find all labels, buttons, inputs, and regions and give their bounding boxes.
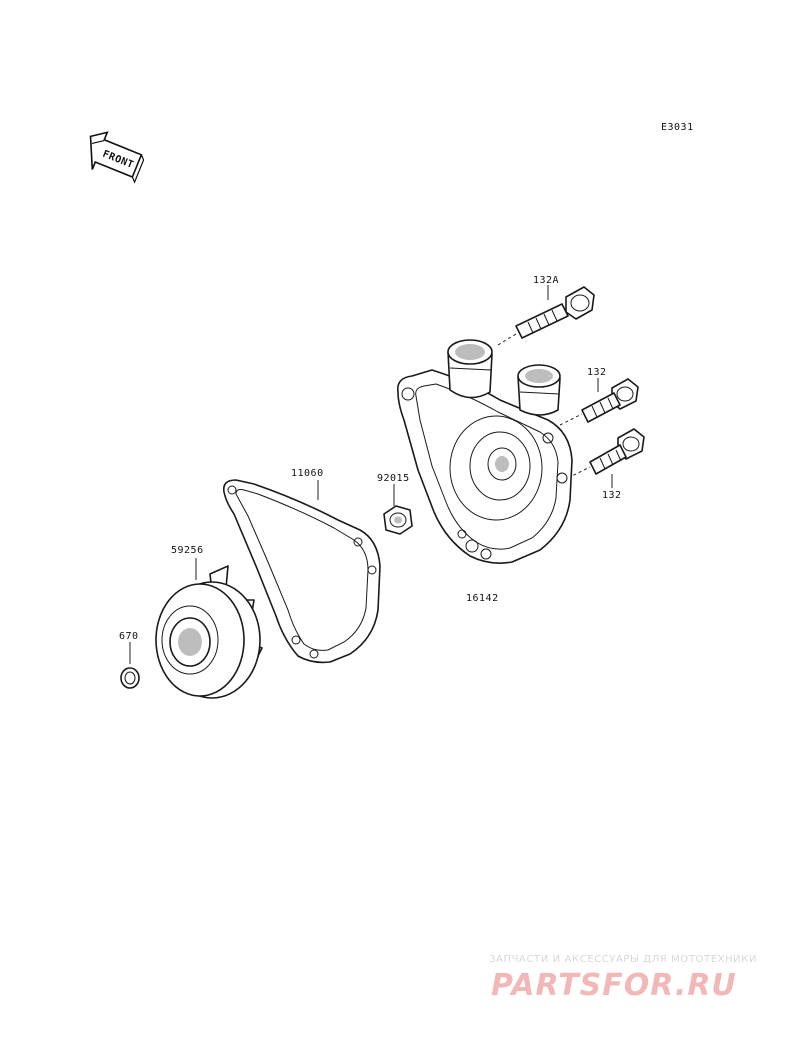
label-16142: 16142	[466, 593, 499, 604]
diagram-code: E3031	[661, 122, 694, 133]
front-arrow-icon: FRONT	[89, 131, 145, 184]
bolt-132a	[497, 285, 595, 346]
label-132-upper: 132	[587, 367, 607, 378]
label-670: 670	[119, 631, 139, 642]
bolt-132-lower	[567, 428, 645, 488]
label-132-lower: 132	[602, 490, 622, 501]
label-11060: 11060	[291, 468, 324, 479]
label-132a: 132A	[533, 275, 559, 286]
nut-92015	[383, 484, 413, 535]
pump-cover-16142	[396, 339, 573, 564]
watermark-site: PARTSFOR.RU	[491, 968, 737, 1003]
impeller-59256	[155, 558, 263, 699]
label-92015: 92015	[377, 473, 410, 484]
bolt-132-upper	[559, 378, 639, 426]
o-ring-670	[120, 642, 140, 689]
gasket-11060	[222, 479, 381, 664]
watermark-tagline: ЗАПЧАСТИ И АКСЕССУАРЫ ДЛЯ МОТОТЕХНИКИ	[489, 954, 757, 965]
label-59256: 59256	[171, 545, 204, 556]
